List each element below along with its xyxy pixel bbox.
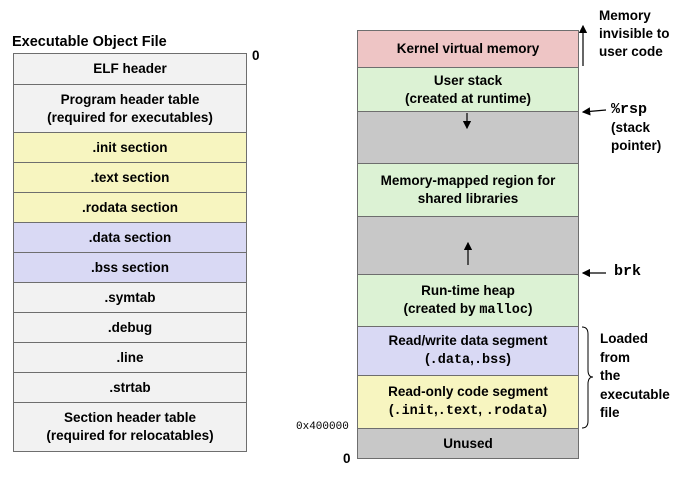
read-only-code-segment: Read-only code segment (.init,.text, .ro… <box>357 375 579 429</box>
loaded-line-5: file <box>600 405 620 420</box>
data-section: .data section <box>13 222 247 253</box>
line-section: .line <box>13 342 247 373</box>
ro-open-paren: ( <box>388 402 394 417</box>
ro-close-paren: ) <box>542 402 548 417</box>
address-0x400000: 0x400000 <box>296 421 349 433</box>
malloc-code: malloc <box>479 302 528 318</box>
ro-rodata-code: .rodata <box>485 404 543 419</box>
runtime-heap-note: (created by malloc) <box>404 300 533 320</box>
loaded-line-3: the <box>600 368 621 383</box>
program-header-note: (required for executables) <box>47 109 213 125</box>
ro-text-code: .text <box>437 404 479 419</box>
loaded-from-file-annotation: Loaded from the executable file <box>600 330 670 423</box>
rw-comma: , <box>470 351 474 366</box>
unused-region: Unused <box>357 428 579 459</box>
program-header-label: Program header table <box>60 91 200 107</box>
brk-label: brk <box>614 263 642 280</box>
ro-init-code: .init <box>393 404 434 419</box>
elf-header-section: ELF header <box>13 53 247 85</box>
init-section: .init section <box>13 132 247 163</box>
section-header-note: (required for relocatables) <box>46 428 214 443</box>
memory-mapped-region: Memory-mapped region for shared librarie… <box>357 163 579 217</box>
runtime-heap-region: Run-time heap (created by malloc) <box>357 274 579 327</box>
read-write-segment-label: Read/write data segment <box>388 333 548 348</box>
rw-bss-code: .bss <box>473 353 507 368</box>
strtab-section-label: .strtab <box>109 379 151 395</box>
symtab-section-label: .symtab <box>104 289 156 305</box>
rsp-annotation: %rsp (stack pointer) <box>611 101 661 155</box>
invisible-line-1: Memory <box>599 8 651 23</box>
strtab-section: .strtab <box>13 372 247 403</box>
kernel-virtual-memory-label: Kernel virtual memory <box>396 41 540 56</box>
elf-header-label: ELF header <box>93 61 167 76</box>
read-only-segment-note: (.init,.text, .rodata) <box>389 401 547 421</box>
section-header-label: Section header table <box>63 410 197 425</box>
init-section-label: .init section <box>92 139 168 155</box>
rsp-note-line-1: (stack <box>611 120 651 135</box>
invisible-line-3: user code <box>599 44 663 59</box>
loaded-line-4: executable <box>600 386 670 402</box>
read-only-segment-label: Read-only code segment <box>388 384 548 399</box>
loaded-line-1: Loaded <box>600 331 649 346</box>
loaded-segments-brace <box>581 326 594 429</box>
rw-open-paren: ( <box>425 351 430 366</box>
unused-label: Unused <box>443 435 493 451</box>
heap-note-prefix: (created by <box>403 300 480 316</box>
data-section-label: .data section <box>88 229 172 245</box>
memory-mapped-label: Memory-mapped region for <box>380 173 556 188</box>
debug-section-label: .debug <box>107 319 153 335</box>
text-section-label: .text section <box>90 169 170 185</box>
user-stack-note: (created at runtime) <box>404 90 532 106</box>
elf-title: Executable Object File <box>12 34 167 50</box>
address-zero: 0 <box>343 451 351 466</box>
rsp-note-line-2: pointer) <box>611 138 662 153</box>
text-section: .text section <box>13 162 247 193</box>
rsp-pointer-arrow <box>581 107 607 116</box>
memory-mapped-note: shared libraries <box>417 191 519 206</box>
bss-section: .bss section <box>13 252 247 283</box>
rodata-section-label: .rodata section <box>81 199 179 215</box>
heap-note-suffix: ) <box>527 300 533 316</box>
memory-invisible-annotation: Memory invisible to user code <box>599 7 670 61</box>
read-write-data-segment: Read/write data segment (.data,.bss) <box>357 326 579 376</box>
ro-comma-1: , <box>434 402 438 417</box>
runtime-heap-label: Run-time heap <box>421 282 515 298</box>
rodata-section: .rodata section <box>13 192 247 223</box>
kernel-virtual-memory-region: Kernel virtual memory <box>357 30 579 68</box>
bss-section-label: .bss section <box>90 259 170 275</box>
user-stack-label: User stack <box>433 72 503 88</box>
loaded-line-2: from <box>600 349 630 365</box>
ro-comma-2: , <box>478 402 486 417</box>
rw-close-paren: ) <box>506 351 511 366</box>
invisible-line-2: invisible to <box>599 26 670 41</box>
section-header-table-section: Section header table (required for reloc… <box>13 402 247 452</box>
line-section-label: .line <box>116 349 144 365</box>
elf-zero-offset: 0 <box>252 48 260 63</box>
program-header-table-section: Program header table (required for execu… <box>13 84 247 133</box>
rsp-register-label: %rsp <box>611 101 648 118</box>
user-stack-region: User stack (created at runtime) <box>357 67 579 112</box>
read-write-segment-note: (.data,.bss) <box>425 350 511 370</box>
rw-data-code: .data <box>429 353 471 368</box>
